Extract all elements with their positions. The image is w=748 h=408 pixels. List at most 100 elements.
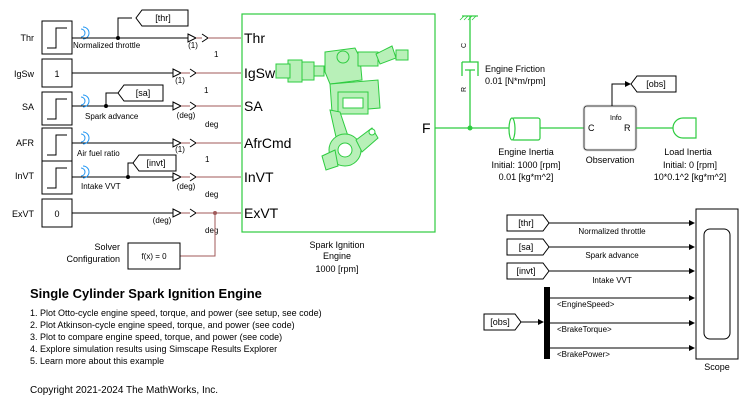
sa-name: SA xyxy=(22,102,34,112)
scope-signal-sa: Spark advance xyxy=(585,251,639,260)
solver-label-1: Solver xyxy=(94,242,120,252)
spark-ignition-engine-block[interactable]: Thr IgSw SA AfrCmd InVT ExVT F xyxy=(241,13,436,233)
obs-goto-tag[interactable]: [obs] xyxy=(630,75,677,93)
engine-port-thr: Thr xyxy=(244,30,265,46)
observation-block[interactable]: C R Info xyxy=(582,104,638,152)
observation-info-port: Info xyxy=(610,115,622,122)
link-plot-atkinson[interactable]: 2. Plot Atkinson-cycle engine speed, tor… xyxy=(30,320,295,330)
bus-signal-brake-power: <BrakePower> xyxy=(557,350,610,359)
model-title: Single Cylinder Spark Ignition Engine xyxy=(30,286,262,301)
invt-sensor-icon xyxy=(80,165,90,179)
solver-configuration-block[interactable]: f(x) = 0 xyxy=(127,242,181,270)
obs-tag-label: [obs] xyxy=(646,79,666,89)
observation-port-c: C xyxy=(588,123,595,133)
thr-tag-label: [thr] xyxy=(155,13,171,23)
thr-signal-label: Normalized throttle xyxy=(73,41,141,50)
exvt-conv: deg xyxy=(205,226,218,235)
engine-port-sa: SA xyxy=(244,98,263,114)
engine-inertia-param2: 0.01 [kg*m^2] xyxy=(499,172,554,182)
invt-tag-label: [invt] xyxy=(146,158,165,168)
scope-from-thr[interactable]: [thr] xyxy=(506,214,550,232)
igsw-unit: (1) xyxy=(175,76,185,85)
link-learn-more[interactable]: 5. Learn more about this example xyxy=(30,356,164,366)
exvt-name: ExVT xyxy=(12,209,35,219)
bus-signal-engine-speed: <EngineSpeed> xyxy=(557,300,615,309)
invt-name: InVT xyxy=(15,171,35,181)
engine-inertia-param1: Initial: 1000 [rpm] xyxy=(491,160,560,170)
bus-selector[interactable] xyxy=(544,287,550,359)
thr-conv: 1 xyxy=(214,50,219,59)
engine-port-invt: InVT xyxy=(244,169,274,185)
scope-from-invt[interactable]: [invt] xyxy=(506,262,550,280)
exvt-unit: (deg) xyxy=(153,216,172,225)
engine-friction-block[interactable]: C R xyxy=(459,15,479,98)
sa-unit: (deg) xyxy=(177,111,196,120)
load-inertia-param1: Initial: 0 [rpm] xyxy=(663,160,717,170)
thr-step-block[interactable]: Thr xyxy=(21,20,73,55)
invt-goto-tag[interactable]: [invt] xyxy=(132,154,177,172)
sa-tag-label: [sa] xyxy=(136,88,151,98)
afr-sensor-icon xyxy=(80,131,90,145)
engine-inertia-block[interactable] xyxy=(508,117,541,141)
invt-unit: (deg) xyxy=(177,182,196,191)
scope-from-thr-label: [thr] xyxy=(518,218,534,228)
sa-signal-label: Spark advance xyxy=(85,112,139,121)
load-inertia-block[interactable] xyxy=(672,117,697,139)
step-icon xyxy=(47,98,67,120)
link-results-explorer[interactable]: 4. Explore simulation results using Sims… xyxy=(30,344,277,354)
afr-conv: 1 xyxy=(205,155,210,164)
thr-goto-tag[interactable]: [thr] xyxy=(135,9,189,27)
solver-expr: f(x) = 0 xyxy=(141,252,167,261)
thr-sensor-icon xyxy=(80,26,90,40)
engine-label-2: Engine xyxy=(323,251,351,261)
igsw-constant-block[interactable]: IgSw 1 xyxy=(14,58,73,88)
sa-conv: deg xyxy=(205,120,218,129)
step-icon xyxy=(47,27,67,49)
load-inertia-param2: 10*0.1^2 [kg*m^2] xyxy=(654,172,727,182)
sa-goto-tag[interactable]: [sa] xyxy=(117,84,164,102)
invt-signal-label: Intake VVT xyxy=(81,182,121,191)
scope-from-invt-label: [invt] xyxy=(516,266,535,276)
exvt-constant-block[interactable]: ExVT 0 xyxy=(12,198,73,228)
solver-label-2: Configuration xyxy=(66,254,120,264)
engine-label-1: Spark Ignition xyxy=(309,240,364,250)
step-icon xyxy=(47,167,67,189)
step-icon xyxy=(47,134,67,156)
afr-name: AFR xyxy=(16,138,35,148)
scope-label: Scope xyxy=(704,362,730,372)
friction-port-c: C xyxy=(461,43,468,48)
igsw-value: 1 xyxy=(54,69,59,79)
scope-from-obs-label: [obs] xyxy=(490,317,510,327)
igsw-name: IgSw xyxy=(14,69,35,79)
scope-signal-invt: Intake VVT xyxy=(592,276,632,285)
engine-cylinder-icon xyxy=(275,45,409,171)
afr-signal-label: Air fuel ratio xyxy=(77,149,120,158)
friction-port-r: R xyxy=(461,87,468,92)
engine-port-afrcmd: AfrCmd xyxy=(244,135,291,151)
copyright-notice: Copyright 2021-2024 The MathWorks, Inc. xyxy=(30,385,218,396)
igsw-conv: 1 xyxy=(204,86,209,95)
invt-conv: deg xyxy=(205,190,218,199)
engine-port-igsw: IgSw xyxy=(244,65,276,81)
scope-block[interactable] xyxy=(695,208,739,360)
engine-friction-label: Engine Friction xyxy=(485,64,545,74)
scope-from-obs[interactable]: [obs] xyxy=(483,313,522,331)
link-plot-otto[interactable]: 1. Plot Otto-cycle engine speed, torque,… xyxy=(30,308,322,318)
scope-from-sa-label: [sa] xyxy=(519,242,534,252)
invt-step-block[interactable]: InVT xyxy=(15,160,73,195)
afr-step-block[interactable]: AFR xyxy=(16,127,73,162)
engine-port-f: F xyxy=(422,120,431,136)
exvt-value: 0 xyxy=(54,209,59,219)
sa-sensor-icon xyxy=(80,94,90,108)
observation-port-r: R xyxy=(624,123,631,133)
thr-name: Thr xyxy=(21,33,35,43)
sa-step-block[interactable]: SA xyxy=(22,91,73,126)
thr-unit: (1) xyxy=(188,41,198,50)
engine-port-exvt: ExVT xyxy=(244,205,279,221)
afr-unit: (1) xyxy=(175,145,185,154)
scope-from-sa[interactable]: [sa] xyxy=(506,238,550,256)
engine-inertia-label: Engine Inertia xyxy=(498,147,554,157)
link-plot-compare[interactable]: 3. Plot to compare engine speed, torque,… xyxy=(30,332,282,342)
observation-label: Observation xyxy=(586,155,635,165)
